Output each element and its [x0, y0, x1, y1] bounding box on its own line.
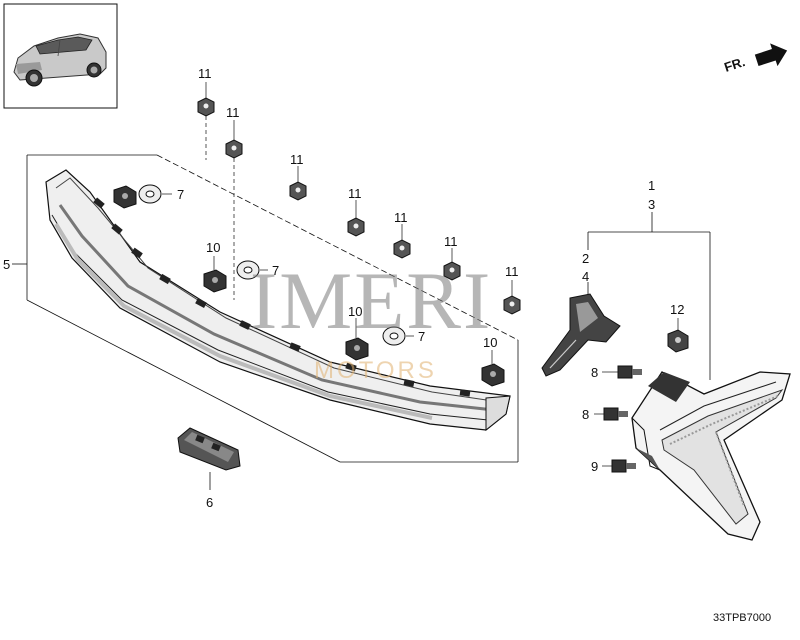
- callout-10-a: 10: [206, 240, 220, 255]
- callout-4: 4: [582, 269, 589, 284]
- vehicle-thumbnail: [3, 3, 118, 109]
- callout-11-c: 11: [290, 152, 304, 167]
- diagram-code: 33TPB7000: [713, 612, 771, 624]
- callout-10-b: 10: [348, 304, 362, 319]
- nut-10-c: [345, 337, 369, 361]
- callout-2: 2: [582, 251, 589, 266]
- callout-5: 5: [3, 257, 10, 272]
- group-outline-5: [12, 154, 519, 463]
- callout-8-a: 8: [591, 365, 598, 380]
- callout-11-g: 11: [505, 264, 519, 279]
- watermark: IMERI MOTORS: [250, 255, 492, 384]
- nut-11-e: [393, 239, 411, 259]
- callout-11-b: 11: [226, 105, 240, 120]
- part-2-4-bracket: [541, 293, 621, 377]
- callout-6: 6: [206, 495, 213, 510]
- leader-lines: [162, 82, 679, 467]
- watermark-main-text: IMERI: [250, 255, 492, 346]
- part-6-connector: [177, 427, 241, 490]
- callout-10-c: 10: [483, 335, 497, 350]
- watermark-sub-text: MOTORS: [314, 357, 437, 384]
- part-1-3-light-unit: [631, 371, 791, 541]
- bolt-8-a: [617, 365, 642, 379]
- callout-8-b: 8: [582, 407, 589, 422]
- callout-7-b: 7: [272, 263, 279, 278]
- nut-10-b: [203, 269, 227, 293]
- callout-labels: 1 3 2 4 5 6 7 7 7 8 8 9 10 10 10 11 11 1…: [3, 66, 684, 510]
- grommet-12: [667, 329, 689, 353]
- nut-11-c: [289, 181, 307, 201]
- callout-11-f: 11: [444, 234, 458, 249]
- nut-11-b: [225, 139, 243, 159]
- bolt-9: [611, 459, 636, 473]
- nut-10-a: [113, 185, 137, 209]
- washer-7-b: [236, 260, 260, 280]
- front-direction-indicator: FR.: [722, 43, 788, 75]
- nut-10-d: [481, 363, 505, 387]
- callout-12: 12: [670, 302, 684, 317]
- bolt-8-b: [603, 407, 628, 421]
- nut-11-d: [347, 217, 365, 237]
- group-bracket-1-3: [587, 212, 711, 380]
- washer-7-c: [382, 326, 406, 346]
- car-thumbnail-icon: [13, 33, 107, 87]
- callout-7-a: 7: [177, 187, 184, 202]
- callout-3: 3: [648, 197, 655, 212]
- washer-7-a: [138, 184, 162, 204]
- callout-11-e: 11: [394, 210, 408, 225]
- callout-7-c: 7: [418, 329, 425, 344]
- callout-11-a: 11: [198, 66, 212, 81]
- nut-11-g: [503, 295, 521, 315]
- callout-1: 1: [648, 178, 655, 193]
- front-arrow-icon: [754, 43, 788, 67]
- nut-11-a: [197, 97, 215, 117]
- callout-11-d: 11: [348, 186, 362, 201]
- front-label: FR.: [722, 54, 747, 75]
- grille-garnish-strip: [45, 169, 511, 432]
- callout-9: 9: [591, 459, 598, 474]
